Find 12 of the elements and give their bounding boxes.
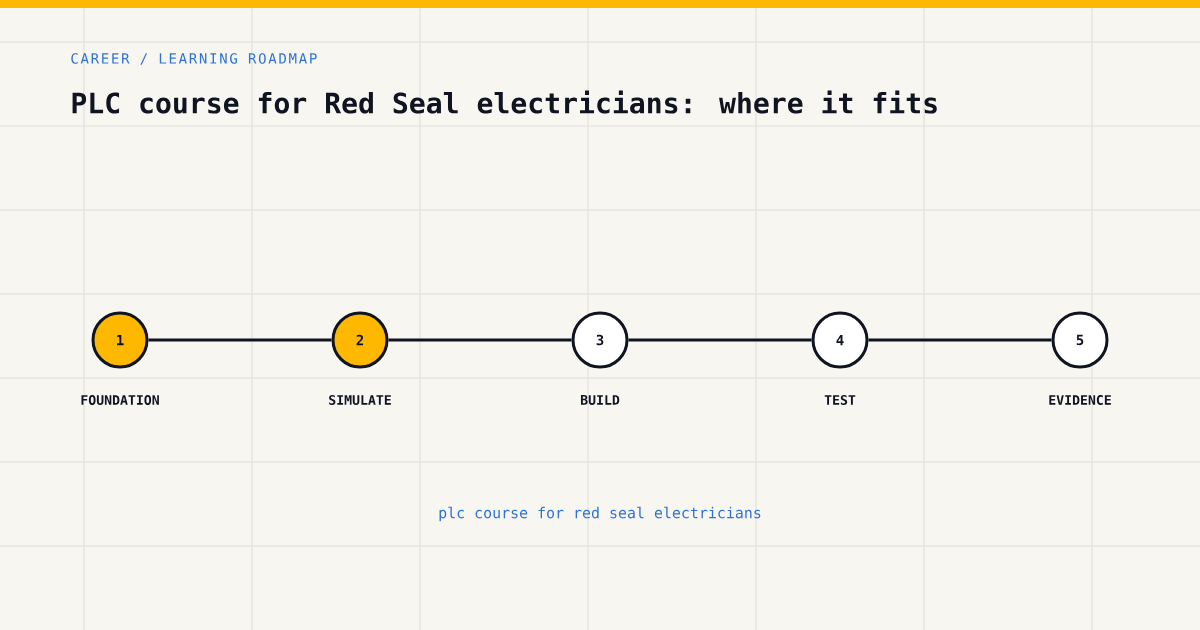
title: PLC course for Red Seal electricians: where it fits — [72, 90, 937, 114]
step-label: EVIDENCE — [1049, 395, 1111, 405]
step-label: TEST — [824, 395, 856, 405]
step-label: SIMULATE — [329, 395, 391, 405]
step-label: FOUNDATION — [81, 395, 159, 405]
connector-line — [388, 338, 572, 342]
connector-line — [628, 338, 812, 342]
step-label: BUILD — [580, 395, 620, 405]
connector-line — [868, 338, 1052, 342]
kicker: CAREER / LEARNING ROADMAP — [71, 53, 317, 65]
connector-line — [148, 338, 332, 342]
caption: plc course for red seal electricians — [439, 506, 761, 522]
